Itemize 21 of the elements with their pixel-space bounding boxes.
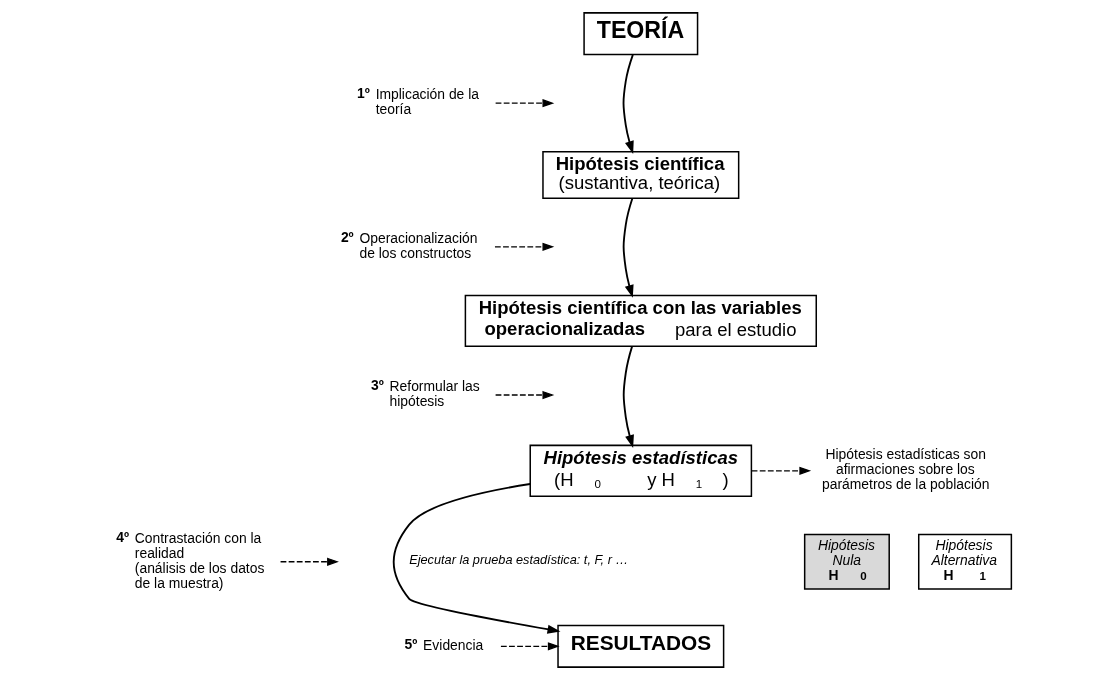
- arrow: [392, 483, 561, 634]
- node-text: 2º Operacionalización de los constructos: [340, 228, 478, 261]
- node-box: Hipótesis científica con las variables operacionalizadas para el estudio: [464, 294, 817, 348]
- node-box: TEORÍA: [583, 12, 699, 56]
- arrow: [494, 242, 555, 251]
- arrow: [622, 197, 634, 298]
- node-text: 4º Contrastación con la realidad (análisis de los datos de la muestra): [116, 528, 265, 591]
- arrow: [622, 53, 634, 155]
- arrow: [751, 466, 812, 475]
- arrow: [494, 390, 555, 400]
- arrow: [495, 99, 555, 108]
- node-box: RESULTADOS: [557, 624, 725, 668]
- arrow: [279, 557, 339, 566]
- node-text: 1º Implicación de la teoría: [357, 85, 480, 118]
- node-box: Hipótesis científica (sustantiva, teórica): [542, 151, 740, 199]
- node-text: Hipótesis estadísticas son afirmaciones sobre los parámetros de la población: [822, 446, 990, 493]
- node-text: 3º Reformular las hipótesis: [371, 376, 480, 410]
- arrow: [622, 345, 634, 449]
- node-text: 5º Evidencia: [404, 636, 484, 654]
- edge-label: Ejecutar la prueba estadística: t, F, r …: [409, 551, 629, 567]
- arrow: [500, 642, 560, 651]
